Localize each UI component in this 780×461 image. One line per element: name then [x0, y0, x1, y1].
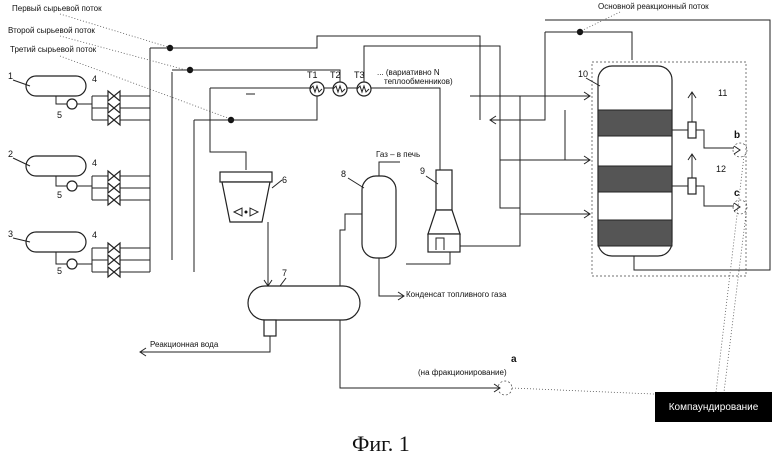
label-num-11: 11 — [718, 88, 727, 98]
arrow-icon — [734, 203, 740, 211]
label-main-stream: Основной реакционный поток — [598, 2, 709, 11]
flash-drum — [362, 176, 396, 258]
valve-manifold-2 — [77, 171, 150, 205]
label-num-4a: 4 — [92, 74, 97, 84]
dotted-b-to-compound — [716, 156, 744, 392]
gas-line — [340, 214, 362, 286]
separator-drum — [248, 286, 360, 336]
condensate-line — [379, 258, 404, 296]
label-num-4c: 4 — [92, 230, 97, 240]
compounding-box: Компаундирование — [655, 392, 772, 422]
label-gas-to-furnace: Газ – в печь — [376, 150, 420, 159]
gas-outlet-line — [379, 162, 400, 176]
air-cooler — [220, 172, 272, 222]
side-draw-c — [672, 154, 734, 206]
reactor — [598, 66, 672, 256]
label-num-7: 7 — [282, 268, 287, 278]
label-feed1: Первый сырьевой поток — [12, 4, 102, 13]
label-num-5b: 5 — [57, 190, 62, 200]
label-stream-c: c — [734, 188, 740, 199]
leader-8 — [348, 178, 364, 188]
label-num-3: 3 — [8, 229, 13, 239]
valve-manifold-3 — [77, 243, 150, 277]
leader-6 — [272, 180, 282, 188]
valve-manifold-1 — [77, 91, 150, 125]
arrow-icon — [734, 146, 740, 154]
furnace — [428, 170, 460, 252]
heat-exchanger-icon — [310, 82, 371, 96]
label-stream-a: a — [511, 354, 517, 365]
label-num-4b: 4 — [92, 158, 97, 168]
label-stream-b: b — [734, 130, 740, 141]
label-hx-note-2: теплообменников) — [384, 77, 453, 86]
tank1-outlet — [56, 96, 68, 104]
label-fuel-condensate: Конденсат топливного газа — [406, 290, 507, 299]
label-t1: T1 — [307, 70, 318, 80]
label-num-6: 6 — [282, 175, 287, 185]
label-t2: T2 — [330, 70, 341, 80]
label-num-2: 2 — [8, 149, 13, 159]
feed3-line — [194, 96, 317, 120]
label-num-1: 1 — [8, 71, 13, 81]
feed-tank-3 — [26, 232, 86, 252]
label-num-10: 10 — [578, 69, 588, 79]
feed-tank-2 — [26, 156, 86, 176]
line-to-furnace — [406, 252, 450, 264]
side-draw-b — [672, 92, 734, 148]
tank2-outlet — [56, 176, 68, 186]
label-reaction-water: Реакционная вода — [150, 340, 219, 349]
tank3-outlet — [56, 252, 68, 264]
label-to-fractionation: (на фракционирование) — [418, 368, 507, 377]
line-to-cooler — [210, 88, 246, 170]
main-stream-line — [545, 32, 632, 60]
reactor-feed-mid — [500, 110, 565, 160]
label-hx-note-1: ... (вариативно N — [377, 68, 440, 77]
label-num-9: 9 — [420, 166, 425, 176]
dotted-c-to-compound — [724, 214, 746, 392]
collector-lines — [150, 48, 194, 272]
leader-7 — [280, 278, 286, 286]
label-t3: T3 — [354, 70, 365, 80]
label-feed3: Третий сырьевой поток — [10, 45, 97, 54]
label-num-5a: 5 — [57, 110, 62, 120]
label-num-8: 8 — [341, 169, 346, 179]
label-num-12: 12 — [716, 164, 726, 174]
fractionation-line — [340, 320, 500, 388]
figure-caption: Фиг. 1 — [352, 431, 410, 456]
main-stream-branch — [490, 32, 545, 120]
label-feed2: Второй сырьевой поток — [8, 26, 95, 35]
leader-main — [583, 12, 620, 30]
label-num-5c: 5 — [57, 266, 62, 276]
furnace-outlet-line — [460, 96, 520, 246]
feed-tank-1 — [26, 76, 86, 96]
compounding-label: Компаундирование — [669, 402, 759, 413]
